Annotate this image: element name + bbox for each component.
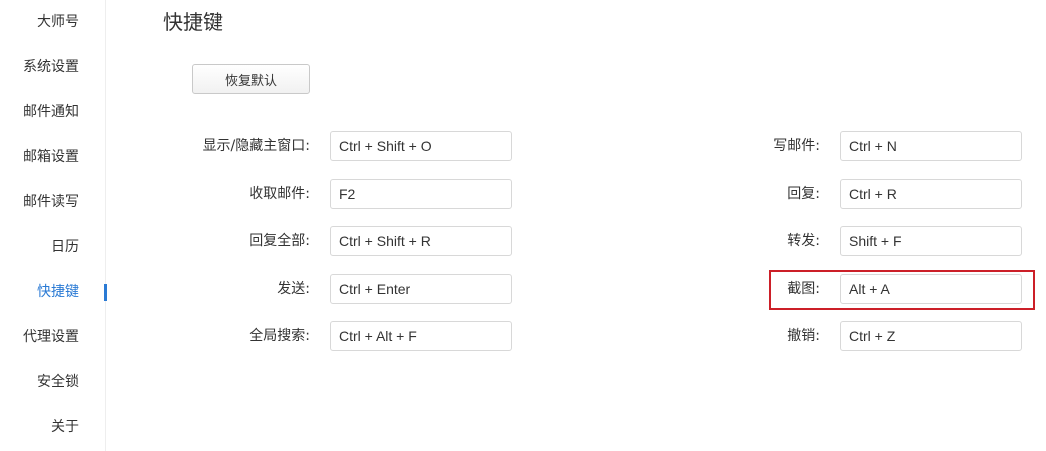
shortcut-input-reply-all[interactable] xyxy=(330,226,512,256)
shortcut-label-reply: 回复: xyxy=(787,186,820,202)
shortcut-input-screenshot[interactable] xyxy=(840,274,1022,304)
sidebar-item-system-settings[interactable]: 系统设置 xyxy=(23,59,79,75)
sidebar-item-master-account[interactable]: 大师号 xyxy=(37,14,79,30)
shortcut-label-send: 发送: xyxy=(277,281,310,297)
sidebar-item-security-lock[interactable]: 安全锁 xyxy=(37,374,79,390)
sidebar-item-proxy-settings[interactable]: 代理设置 xyxy=(23,329,79,345)
sidebar-item-mail-read-write[interactable]: 邮件读写 xyxy=(23,194,79,210)
sidebar-item-calendar[interactable]: 日历 xyxy=(51,239,79,255)
sidebar-item-mail-notification[interactable]: 邮件通知 xyxy=(23,104,79,120)
shortcut-input-forward[interactable] xyxy=(840,226,1022,256)
shortcut-label-forward: 转发: xyxy=(787,233,820,249)
page-title: 快捷键 xyxy=(163,10,223,34)
shortcut-label-global-search: 全局搜索: xyxy=(249,328,310,344)
shortcut-input-global-search[interactable] xyxy=(330,321,512,351)
shortcut-label-receive-mail: 收取邮件: xyxy=(249,186,310,202)
settings-sidebar: 大师号 系统设置 邮件通知 邮箱设置 邮件读写 日历 快捷键 代理设置 安全锁 … xyxy=(0,0,107,451)
sidebar-item-about[interactable]: 关于 xyxy=(51,419,79,435)
shortcut-label-toggle-main-window: 显示/隐藏主窗口: xyxy=(202,138,310,154)
shortcut-label-undo: 撤销: xyxy=(787,328,820,344)
sidebar-item-mailbox-settings[interactable]: 邮箱设置 xyxy=(23,149,79,165)
shortcut-input-send[interactable] xyxy=(330,274,512,304)
shortcut-input-toggle-main-window[interactable] xyxy=(330,131,512,161)
shortcut-input-compose[interactable] xyxy=(840,131,1022,161)
shortcut-label-compose: 写邮件: xyxy=(773,138,820,154)
shortcut-label-reply-all: 回复全部: xyxy=(249,233,310,249)
sidebar-item-shortcuts[interactable]: 快捷键 xyxy=(37,284,79,300)
sidebar-active-indicator xyxy=(104,284,107,301)
shortcut-label-screenshot: 截图: xyxy=(787,281,820,297)
restore-defaults-button[interactable]: 恢复默认 xyxy=(192,64,310,94)
shortcut-input-receive-mail[interactable] xyxy=(330,179,512,209)
shortcut-input-undo[interactable] xyxy=(840,321,1022,351)
shortcut-input-reply[interactable] xyxy=(840,179,1022,209)
